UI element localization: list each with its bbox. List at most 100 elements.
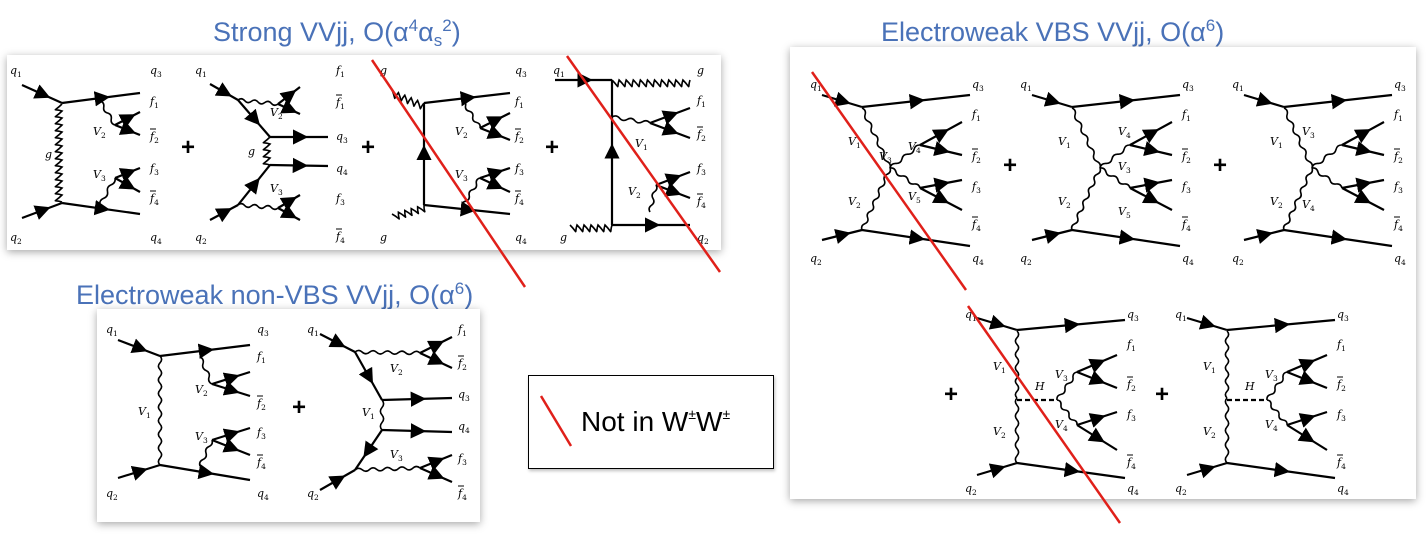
- particle-label: g: [380, 231, 387, 244]
- particle-label: q3: [1182, 78, 1194, 93]
- fermion-arrow: [1143, 177, 1160, 193]
- fermion-arrow: [931, 189, 950, 204]
- boson-line: [1224, 330, 1230, 399]
- ewk-non-vbs-vvjj-title: Electroweak non-VBS VVjj, O(α6): [76, 279, 474, 310]
- fermion-arrow: [1088, 358, 1106, 374]
- particle-label: f4: [1336, 456, 1346, 471]
- particle-label: q4: [1394, 252, 1406, 267]
- particle-label: V4: [1055, 418, 1068, 433]
- plus-sign: +: [1213, 152, 1227, 179]
- particle-label: q4: [1127, 482, 1139, 497]
- fermion-arrow: [1353, 189, 1372, 204]
- particle-label: V4: [908, 140, 921, 155]
- particle-label: f3: [696, 162, 706, 177]
- not-in-wpmwpm-legend: Not in W±W±: [528, 375, 774, 469]
- particle-label: q3: [336, 130, 348, 145]
- boson-line: [1282, 167, 1314, 231]
- particle-label: V3: [1055, 368, 1068, 383]
- particle-label: f4: [149, 192, 159, 207]
- fermion-arrow: [834, 229, 851, 244]
- particle-label: V2: [195, 383, 208, 398]
- fermion-arrow: [1298, 370, 1316, 385]
- particle-label: V4: [1118, 125, 1131, 140]
- strong-vvjj-panel: [7, 55, 721, 250]
- fermion-arrow: [664, 173, 682, 188]
- particle-label: f3: [1336, 408, 1346, 423]
- legend-label: Not in W±W±: [581, 406, 731, 437]
- fermion-arrow: [1043, 91, 1061, 107]
- particle-label: q1: [106, 323, 118, 338]
- fermion-arrow: [222, 438, 240, 453]
- particle-label: q4: [257, 487, 269, 502]
- red-strike-line: [966, 305, 1122, 524]
- fermion-arrow: [118, 120, 137, 135]
- particle-label: q2: [1175, 482, 1187, 497]
- particle-label: V2: [455, 125, 468, 140]
- particle-label: V1: [138, 405, 151, 420]
- gluon-line: [569, 223, 613, 233]
- particle-label: f1: [457, 323, 467, 338]
- fermion-arrow: [486, 124, 504, 139]
- fermion-arrow: [33, 205, 51, 220]
- gluon-line: [54, 103, 64, 203]
- fermion-arrow: [214, 82, 232, 97]
- particle-label: f1: [335, 96, 345, 111]
- particle-label: H: [1034, 380, 1045, 393]
- particle-label: q1: [195, 64, 207, 79]
- fermion-arrow: [1198, 463, 1216, 479]
- fermion-arrow: [1087, 427, 1105, 443]
- particle-label: V4: [1302, 198, 1315, 213]
- particle-label: f4: [514, 192, 524, 207]
- particle-label: V2: [270, 106, 283, 121]
- particle-label: q1: [10, 64, 22, 79]
- particle-label: V2: [848, 195, 861, 210]
- gluon-line: [391, 204, 426, 220]
- particle-label: f1: [149, 95, 159, 110]
- red-strike-line: [370, 59, 527, 288]
- boson-line: [354, 465, 421, 473]
- fermion-arrow: [1118, 94, 1136, 110]
- particle-label: f3: [335, 192, 345, 207]
- plus-sign: +: [545, 134, 559, 161]
- boson-line: [1056, 399, 1078, 426]
- particle-label: q3: [1127, 308, 1139, 323]
- fermion-arrow: [222, 428, 240, 444]
- particle-label: q4: [1337, 482, 1349, 497]
- particle-label: q2: [106, 487, 118, 502]
- particle-label: g: [560, 231, 567, 244]
- particle-label: f1: [256, 350, 266, 365]
- particle-label: V3: [455, 168, 468, 183]
- particle-label: g: [380, 64, 387, 77]
- particle-label: q1: [307, 323, 319, 338]
- boson-line: [1071, 107, 1102, 169]
- fermion-arrow: [1256, 229, 1273, 244]
- fermion-arrow: [1255, 91, 1273, 107]
- fermion-arrow: [363, 440, 379, 458]
- particle-label: q3: [972, 78, 984, 93]
- boson-line: [611, 115, 651, 124]
- fermion-arrow: [908, 94, 926, 110]
- particle-label: f2: [457, 357, 467, 372]
- fermion-arrow: [279, 196, 297, 212]
- particle-label: q1: [1020, 78, 1032, 93]
- particle-label: q1: [965, 308, 977, 323]
- particle-label: f4: [457, 487, 467, 502]
- fermion-arrow: [118, 175, 136, 190]
- plus-sign: +: [1003, 152, 1017, 179]
- boson-line: [1266, 371, 1288, 401]
- plus-sign: +: [181, 134, 195, 161]
- boson-line: [1099, 167, 1131, 189]
- particle-label: V5: [908, 190, 921, 205]
- fermion-arrow: [1143, 141, 1160, 157]
- fermion-arrow: [426, 340, 445, 355]
- fermion-arrow: [197, 343, 215, 359]
- boson-line: [861, 107, 892, 169]
- boson-line: [1311, 144, 1343, 169]
- boson-line: [889, 167, 921, 189]
- fermion-arrow: [661, 121, 679, 136]
- particle-label: V2: [390, 362, 403, 377]
- fermion-arrow: [1273, 462, 1291, 478]
- boson-line: [889, 144, 921, 169]
- fermion-arrow: [1141, 129, 1160, 144]
- boson-line: [1099, 144, 1131, 169]
